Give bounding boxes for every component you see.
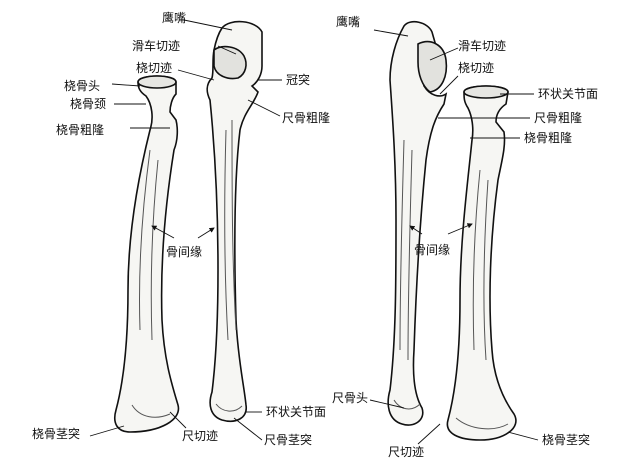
right-ulna-bone [387,20,448,426]
labels: 鹰嘴 滑车切迹 桡切迹 冠突 尺骨粗隆 桡骨头 桡骨颈 桡骨粗隆 骨间缘 桡骨茎… [32,10,598,459]
leader-lines [89,19,539,445]
label-trochlear-notch-right: 滑车切迹 [458,38,506,53]
label-interosseous-border-left: 骨间缘 [166,245,202,259]
label-radial-head-left: 桡骨头 [64,78,100,93]
label-ulnar-head: 尺骨头 [332,391,368,405]
right-radius-bone [446,85,517,441]
left-ulna-bone [206,20,263,422]
label-ulnar-tuberosity-left: 尺骨粗隆 [282,110,330,125]
left-radius-bone [114,75,180,433]
label-radial-notch-left: 桡切迹 [136,60,172,75]
label-olecranon-left: 鹰嘴 [162,10,186,25]
right-ulna-notch [417,40,448,93]
label-radial-styloid-right: 桡骨茎突 [542,432,590,447]
label-radial-neck: 桡骨颈 [70,96,106,111]
label-trochlear-notch-left: 滑车切迹 [132,38,180,53]
label-ulnar-notch-left: 尺切迹 [182,429,218,443]
label-olecranon-right: 鹰嘴 [336,14,360,29]
label-radial-notch-right: 桡切迹 [458,60,494,75]
label-ulnar-tuberosity-right: 尺骨粗隆 [534,110,582,125]
right-radius-head-top [463,85,509,99]
left-radius-shading [131,149,171,418]
left-radius-head-top [137,75,177,89]
label-ulnar-notch-right: 尺切迹 [388,445,424,459]
label-articular-circumference-right: 环状关节面 [538,87,598,101]
label-coronoid-process: 冠突 [286,72,310,87]
label-radial-styloid-left: 桡骨茎突 [32,426,80,441]
label-articular-circumference-left: 环状关节面 [266,405,326,419]
label-ulnar-styloid: 尺骨茎突 [264,432,312,447]
label-radial-tuberosity-left: 桡骨粗隆 [56,122,104,137]
label-radial-tuberosity-right: 桡骨粗隆 [524,130,572,145]
right-radius-outline [446,85,517,441]
left-ulna-shading [215,119,243,412]
left-ulna-trochlea [213,45,247,80]
right-radius-shading [455,169,509,430]
left-ulna-outline [206,20,263,422]
label-interosseous-border-right: 骨间缘 [414,243,450,257]
right-ulna-shading [393,139,421,410]
left-radius-outline [114,75,180,433]
